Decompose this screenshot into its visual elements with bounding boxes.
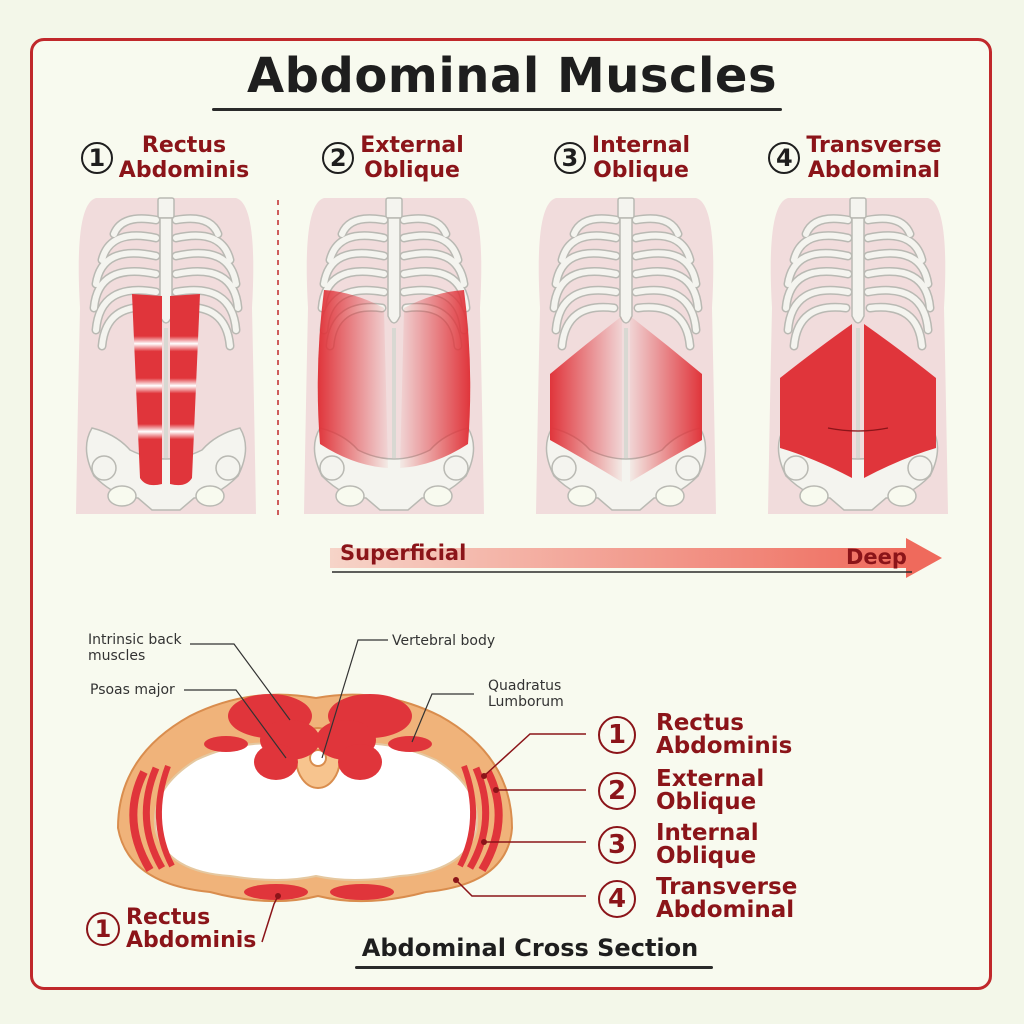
number-badge: 1 [598,716,636,754]
number-badge: 3 [598,826,636,864]
number-badge: 1 [86,912,120,946]
leader-dots [275,773,499,899]
depth-arrow [330,538,942,578]
depth-label-deep: Deep [846,545,907,569]
heading-rectus-abdominis: 1 Rectus Abdominis [55,130,275,186]
number-badge: 1 [80,142,113,174]
number-badge: 3 [553,142,586,174]
number-badge: 4 [598,880,636,918]
muscle-name: Rectus Abdominis [118,133,250,183]
heading-internal-oblique: 3 Internal Oblique [512,130,732,186]
number-badge: 4 [768,142,801,174]
heading-transverse-abdominal: 4 Transverse Abdominal [745,130,965,186]
number-badge: 2 [598,772,636,810]
number-badge: 2 [322,142,355,174]
cross-section-rectus-label: 1 Rectus Abdominis [86,906,256,952]
muscle-name: Transverse Abdominal [806,133,942,183]
page-title: Abdominal Muscles [246,48,778,104]
legend-internal-oblique: 3 Internal Oblique [598,818,848,872]
legend-external-oblique: 2 External Oblique [598,764,848,818]
leader-lines [184,639,474,759]
label-psoas-major: Psoas major [90,682,175,698]
torso-transverse-abdominal [768,198,948,514]
torso-internal-oblique [536,198,716,514]
legend-rectus-abdominis: 1 Rectus Abdominis [598,708,848,762]
label-intrinsic-back-muscles: Intrinsic back muscles [88,632,182,664]
muscle-name: Internal Oblique [656,820,759,869]
torso-external-oblique [304,198,484,514]
muscle-name: Rectus Abdominis [126,905,257,953]
legend-transverse-abdominal: 4 Transverse Abdominal [598,872,848,926]
cross-section-underline [355,966,713,969]
muscle-name: Rectus Abdominis [656,710,793,759]
label-vertebral-body: Vertebral body [392,633,496,649]
muscle-name: Internal Oblique [591,133,691,183]
depth-label-superficial: Superficial [340,541,467,565]
torso-rectus-abdominis [76,198,256,514]
title-underline [212,108,782,111]
muscle-name: Transverse Abdominal [656,874,798,923]
muscle-name: External Oblique [656,766,765,815]
abdominal-cross-section [116,693,514,903]
cross-section-title: Abdominal Cross Section [361,934,699,962]
heading-external-oblique: 2 External Oblique [283,130,503,186]
muscle-name: External Oblique [360,133,464,183]
label-quadratus-lumborum: Quadratus Lumborum [488,678,564,710]
